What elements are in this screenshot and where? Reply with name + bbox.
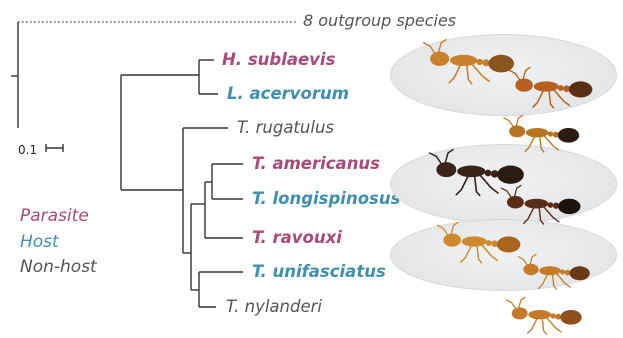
legend-parasite: Parasite [20,208,89,225]
scale-bar-label: 0.1 [18,143,37,157]
ant-image-l-acervorum [497,66,607,110]
taxon-label-l-acervorum: L. acervorum [227,86,349,103]
taxon-label-t-nylanderi: T. nylanderi [226,299,322,316]
ant-image-t-nylanderi [490,296,600,336]
taxon-label-t-ravouxi: T. ravouxi [252,230,342,247]
ant-image-t-longispinosus [487,184,597,226]
taxon-label-t-longispinosus: T. longispinosus [252,191,400,208]
ant-image-t-unifasciatus [505,253,605,291]
taxon-label-h-sublaevis: H. sublaevis [222,52,335,69]
outgroup-label: 8 outgroup species [303,13,456,29]
legend-non-host: Non-host [20,259,97,276]
taxon-label-t-americanus: T. americanus [252,156,380,173]
taxon-label-t-unifasciatus: T. unifasciatus [252,264,386,281]
taxon-label-t-rugatulus: T. rugatulus [237,120,334,137]
legend-host: Host [20,234,59,251]
